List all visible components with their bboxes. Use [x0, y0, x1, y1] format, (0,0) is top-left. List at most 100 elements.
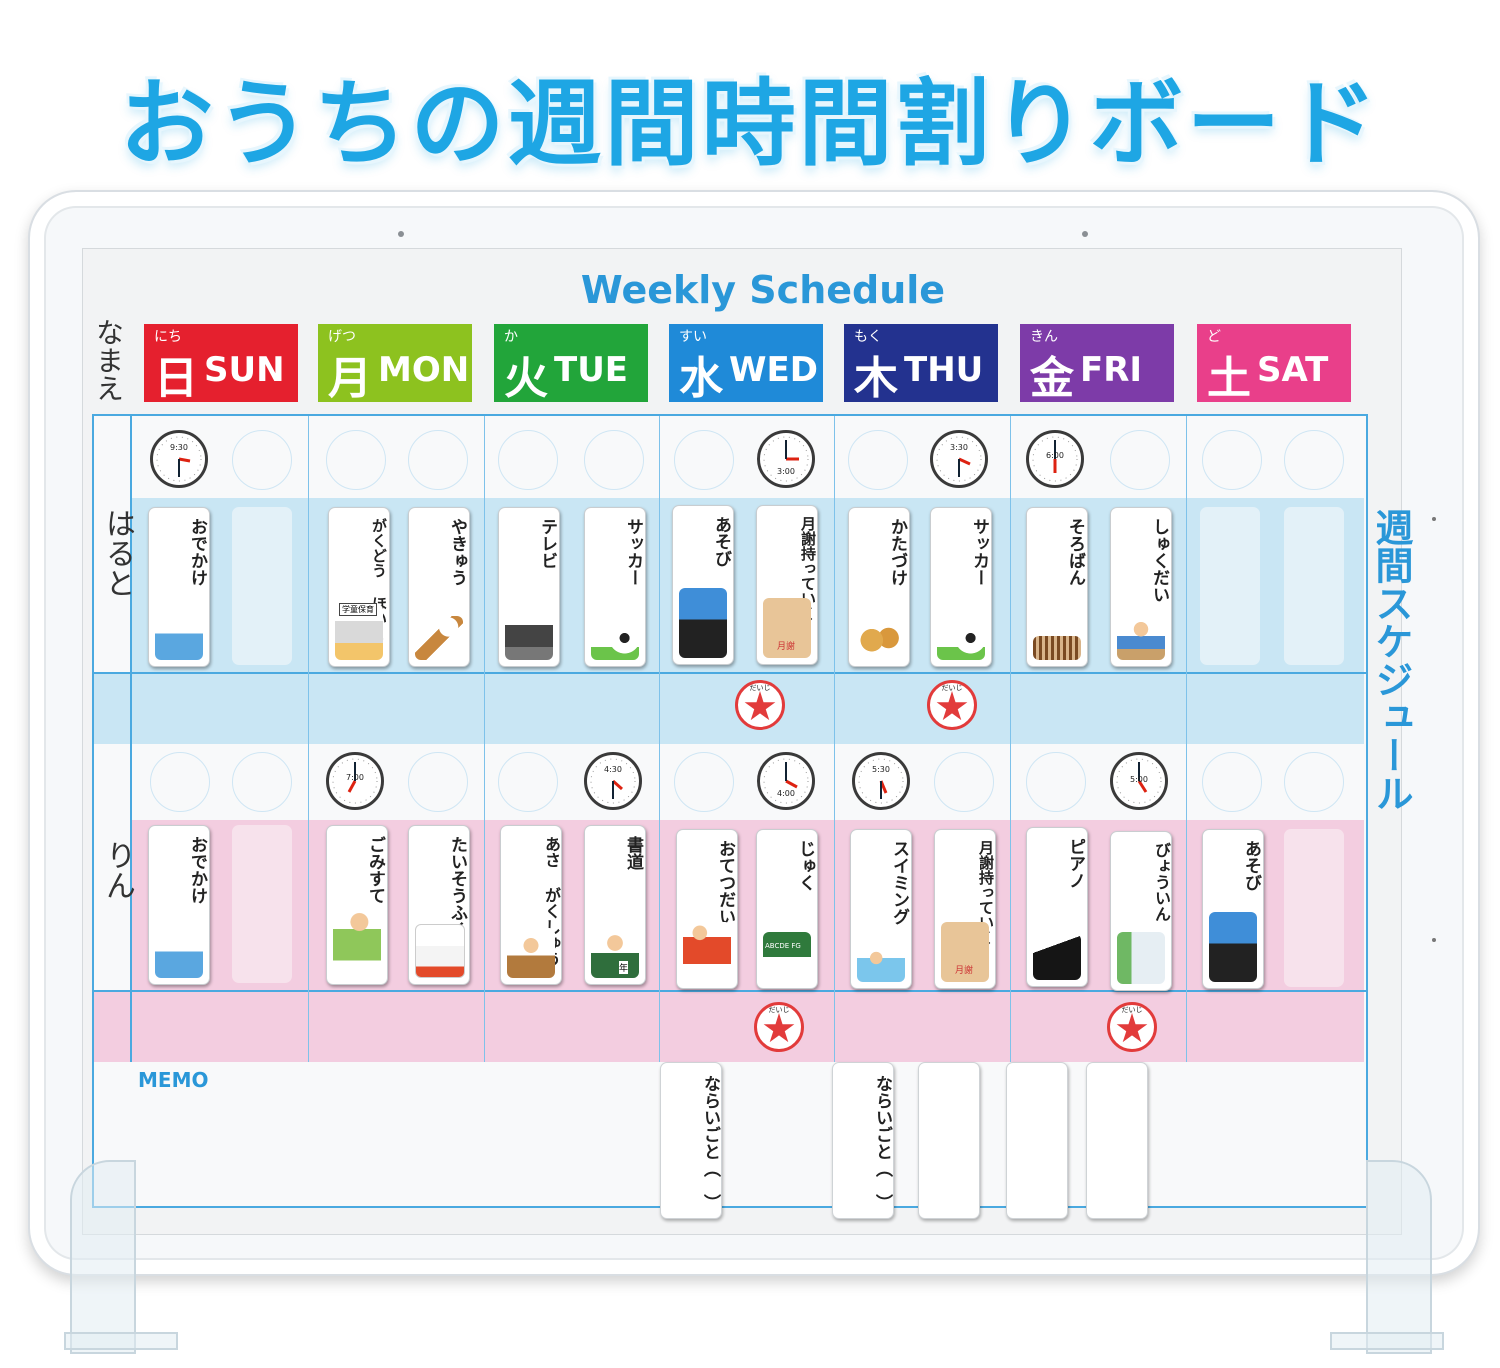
blank-card[interactable]: [918, 1062, 980, 1219]
empty-clock-slot[interactable]: [232, 430, 292, 490]
clock-time: 3:00: [777, 467, 795, 476]
empty-clock-slot[interactable]: [408, 430, 468, 490]
day-header-wed: すい 水 WED: [669, 324, 823, 404]
empty-card-slot[interactable]: [1200, 507, 1260, 665]
column-divider: [1010, 416, 1011, 1062]
card-label: 月謝持っていく: [799, 516, 817, 621]
card-label: そろばん: [1065, 518, 1085, 586]
activity-card[interactable]: たいそうふく: [408, 825, 470, 985]
empty-clock-slot[interactable]: [1284, 752, 1344, 812]
empty-clock-slot[interactable]: [232, 752, 292, 812]
activity-card[interactable]: スイミング: [850, 829, 912, 989]
lesson-card[interactable]: ならいごと（ ）: [832, 1062, 894, 1219]
rin-badge-band: [94, 992, 1364, 1062]
empty-clock-slot[interactable]: [674, 752, 734, 812]
child-name-haruto: はると: [100, 508, 135, 598]
clock-magnet[interactable]: 7:00: [326, 752, 384, 810]
clock-face-icon: [1032, 436, 1078, 482]
activity-card[interactable]: おでかけ: [148, 507, 210, 667]
lesson-card[interactable]: ならいごと（ ）: [660, 1062, 722, 1219]
card-label: じゅく: [795, 840, 815, 891]
empty-clock-slot[interactable]: [1202, 430, 1262, 490]
badge-text: だいじ: [768, 1006, 790, 1014]
empty-clock-slot[interactable]: [498, 752, 558, 812]
empty-clock-slot[interactable]: [498, 430, 558, 490]
day-header-sun: にち 日 SUN: [144, 324, 298, 404]
day-furigana: きん: [1030, 329, 1058, 345]
clock-magnet[interactable]: 6:00: [1026, 430, 1084, 488]
badge-text: だいじ: [749, 684, 771, 692]
clock-face-icon: [936, 436, 982, 482]
clock-magnet[interactable]: 5:30: [852, 752, 910, 810]
important-badge[interactable]: だいじ: [735, 680, 785, 730]
important-badge[interactable]: だいじ: [754, 1002, 804, 1052]
activity-card[interactable]: サッカー: [930, 507, 992, 667]
activity-card[interactable]: 月謝持っていく 月謝: [756, 505, 818, 665]
day-furigana: げつ: [328, 329, 356, 345]
empty-clock-slot[interactable]: [584, 430, 644, 490]
clock-magnet[interactable]: 5:00: [1110, 752, 1168, 810]
blank-card[interactable]: [1086, 1062, 1148, 1219]
clock-face-icon: [156, 436, 202, 482]
card-label: おでかけ: [187, 518, 207, 586]
screw: [1082, 231, 1088, 237]
empty-clock-slot[interactable]: [848, 430, 908, 490]
column-divider: [130, 416, 132, 1062]
activity-card[interactable]: やきゅう: [408, 507, 470, 667]
empty-card-slot[interactable]: [1284, 507, 1344, 665]
marker-dot: [1432, 938, 1436, 942]
soccer-ball-icon: [937, 616, 985, 660]
activity-card[interactable]: がくどう ほいく 学童保育: [328, 507, 390, 667]
activity-card[interactable]: 月謝持っていく 月謝: [934, 829, 996, 989]
activity-card[interactable]: しゅくだい: [1110, 507, 1172, 667]
activity-card[interactable]: テレビ: [498, 507, 560, 667]
activity-card[interactable]: かたづけ: [848, 507, 910, 667]
activity-card[interactable]: びょういん: [1110, 831, 1172, 991]
day-kanji: 金: [1030, 353, 1074, 404]
empty-clock-slot[interactable]: [934, 752, 994, 812]
rin-card-band: [130, 820, 1364, 990]
blank-card[interactable]: [1006, 1062, 1068, 1219]
envelope-icon: [763, 598, 811, 658]
card-label: おでかけ: [187, 836, 207, 904]
empty-clock-slot[interactable]: [1026, 752, 1086, 812]
abacus-icon: [1033, 636, 1081, 660]
activity-card[interactable]: そろばん: [1026, 507, 1088, 667]
activity-card[interactable]: じゅく ABCDE FG: [756, 829, 818, 989]
empty-clock-slot[interactable]: [674, 430, 734, 490]
clock-magnet[interactable]: 4:00: [757, 752, 815, 810]
clock-face-icon: [763, 436, 809, 482]
day-kanji: 火: [504, 353, 548, 404]
empty-clock-slot[interactable]: [1110, 430, 1170, 490]
empty-clock-slot[interactable]: [150, 752, 210, 812]
day-header-fri: きん 金 FRI: [1020, 324, 1174, 404]
helping-mother-icon: [683, 922, 731, 982]
activity-card[interactable]: 書道 年: [584, 825, 646, 985]
child-name-rin: りん: [100, 840, 135, 900]
activity-card[interactable]: あそび: [672, 505, 734, 665]
empty-clock-slot[interactable]: [326, 430, 386, 490]
girl-studying-icon: [507, 928, 555, 978]
activity-card[interactable]: サッカー: [584, 507, 646, 667]
activity-card[interactable]: おでかけ: [148, 825, 210, 985]
empty-card-slot[interactable]: [232, 825, 292, 983]
clock-magnet[interactable]: 9:30: [150, 430, 208, 488]
clock-magnet[interactable]: 4:30: [584, 752, 642, 810]
activity-card[interactable]: ごみすて: [326, 825, 388, 985]
empty-card-slot[interactable]: [1284, 829, 1344, 987]
day-english: FRI: [1080, 350, 1143, 390]
important-badge[interactable]: だいじ: [1107, 1002, 1157, 1052]
empty-card-slot[interactable]: [232, 507, 292, 665]
important-badge[interactable]: だいじ: [927, 680, 977, 730]
activity-card[interactable]: あそび: [1202, 829, 1264, 989]
activity-card[interactable]: あさ がくしゅう: [500, 825, 562, 985]
thumbs-up-icon: [763, 1013, 795, 1043]
activity-card[interactable]: ピアノ: [1026, 827, 1088, 987]
clock-magnet[interactable]: 3:00: [757, 430, 815, 488]
clock-magnet[interactable]: 3:30: [930, 430, 988, 488]
empty-clock-slot[interactable]: [408, 752, 468, 812]
empty-clock-slot[interactable]: [1202, 752, 1262, 812]
day-english: THU: [904, 350, 984, 390]
activity-card[interactable]: おてつだい: [676, 829, 738, 989]
empty-clock-slot[interactable]: [1284, 430, 1344, 490]
